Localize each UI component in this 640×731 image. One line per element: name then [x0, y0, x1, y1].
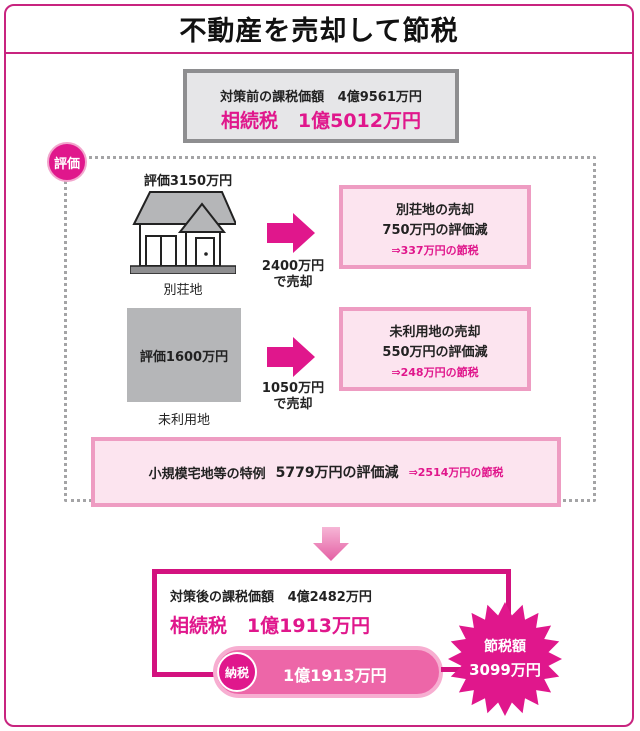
- after-taxable-value: 4億2482万円: [287, 590, 372, 605]
- vacant-land-result-saving: ⇒248万円の節税: [391, 366, 479, 379]
- vacant-land-block: 評価1600万円: [127, 308, 241, 402]
- before-taxable-value: 4億9561万円: [337, 90, 422, 105]
- after-tax-line: 相続税 1億1913万円: [170, 611, 370, 638]
- villa-result-box: 別荘地の売却 750万円の評価減 ⇒337万円の節税: [339, 185, 531, 269]
- after-tax-value: 1億1913万円: [246, 615, 370, 637]
- vacant-land-valuation: 評価1600万円: [139, 349, 229, 365]
- savings-connector: [441, 667, 461, 672]
- villa-sale: 2400万円 で売却: [248, 259, 338, 291]
- after-taxable-line: 対策後の課税価額 4億2482万円: [170, 586, 372, 605]
- vacant-land-name: 未利用地: [157, 413, 210, 428]
- house-icon: [130, 191, 236, 274]
- valuation-badge: 評価: [47, 142, 87, 182]
- vacant-land-sale: 1050万円 で売却: [248, 381, 338, 413]
- villa-result-title: 別荘地の売却: [395, 203, 474, 218]
- arrow-right-icon: [267, 213, 315, 253]
- villa-result-saving: ⇒337万円の節税: [391, 244, 479, 257]
- vacant-land-sale-price: 1050万円: [261, 381, 325, 396]
- savings-label: 節税額: [484, 639, 526, 655]
- after-taxable-label: 対策後の課税価額: [170, 590, 275, 605]
- savings-value: 3099万円: [469, 661, 541, 679]
- before-tax-label: 相続税: [221, 110, 279, 132]
- vacant-land-result-box: 未利用地の売却 550万円の評価減 ⇒248万円の節税: [339, 307, 531, 391]
- payment-value: 1億1913万円: [283, 666, 387, 685]
- after-box-bottom-edge: [152, 672, 222, 677]
- before-taxable-label: 対策前の課税価額: [220, 90, 325, 105]
- arrow-right-icon: [267, 337, 315, 377]
- special-provision-saving: ⇒2514万円の節税: [408, 466, 504, 479]
- vacant-land-sale-suffix: で売却: [273, 397, 313, 412]
- special-provision-box: 小規模宅地等の特例 5779万円の評価減 ⇒2514万円の節税: [91, 437, 561, 507]
- villa-result-reduction: 750万円の評価減: [382, 223, 488, 238]
- before-taxable-line: 対策前の課税価額 4億9561万円: [187, 86, 455, 105]
- payment-badge: 納税: [217, 652, 257, 692]
- vacant-land-result-reduction: 550万円の評価減: [382, 345, 488, 360]
- special-provision-name: 小規模宅地等の特例: [148, 466, 266, 482]
- villa-sale-price: 2400万円: [261, 259, 325, 274]
- starburst-icon: [448, 602, 562, 716]
- villa-name: 別荘地: [163, 283, 203, 298]
- before-summary-box: 対策前の課税価額 4億9561万円 相続税 1億5012万円: [183, 69, 459, 143]
- title-bar: 不動産を売却して節税: [4, 4, 634, 54]
- page-title: 不動産を売却して節税: [179, 15, 459, 47]
- villa-sale-suffix: で売却: [273, 275, 313, 290]
- diagram-frame: [4, 4, 634, 727]
- special-provision-reduction: 5779万円の評価減: [275, 465, 399, 481]
- before-tax-line: 相続税 1億5012万円: [187, 106, 455, 133]
- savings-burst: 節税額 3099万円: [447, 636, 563, 680]
- before-tax-value: 1億5012万円: [297, 110, 421, 132]
- vacant-land-result-title: 未利用地の売却: [389, 325, 481, 340]
- after-tax-label: 相続税: [170, 615, 228, 637]
- arrow-down-icon: [313, 527, 349, 561]
- villa-valuation: 評価3150万円: [143, 174, 233, 189]
